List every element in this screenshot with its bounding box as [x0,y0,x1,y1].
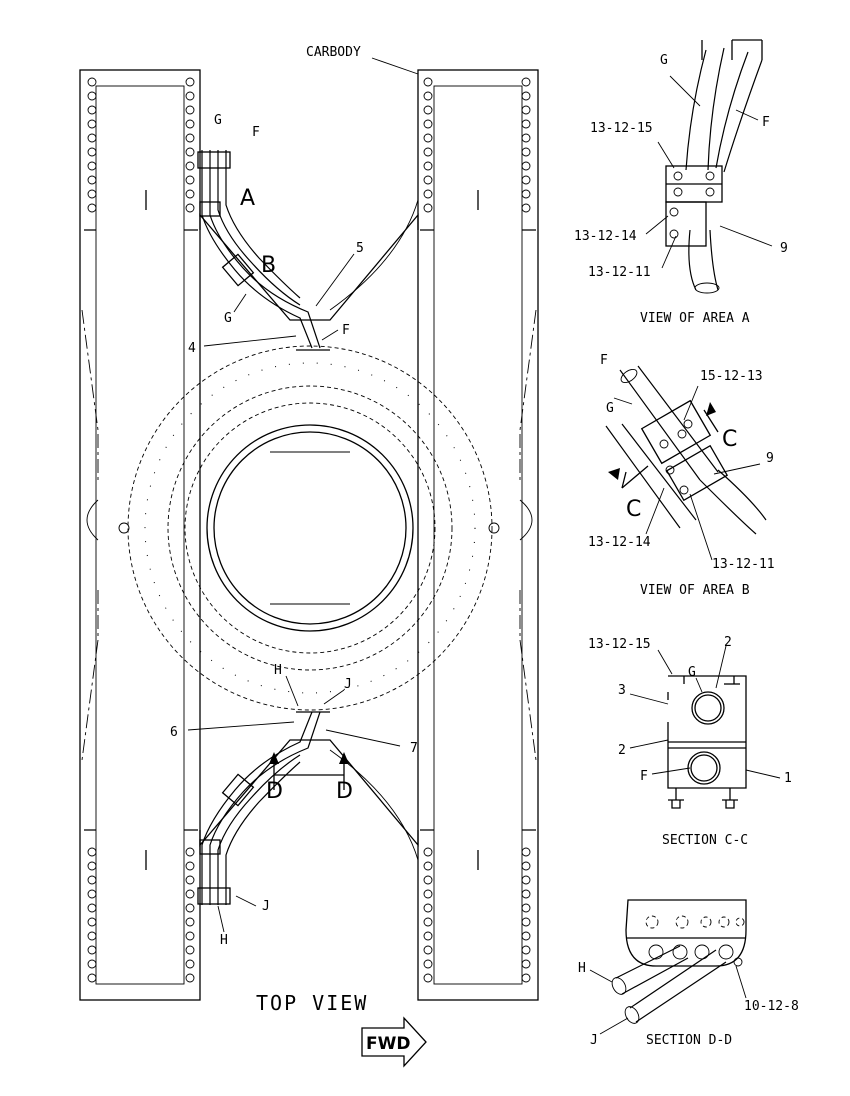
area-a-part-13-12-14-label: 13-12-14 [574,229,637,244]
area-a-hose-g-label: G [660,53,668,68]
section-c-item-1-label: 1 [784,771,792,786]
upper-hose-routing [197,150,330,351]
area-b-item-9-label: 9 [766,451,774,466]
section-c-item-3-label: 3 [618,683,626,698]
left-track-bolts-top [87,77,195,213]
view-area-a-title: VIEW OF AREA A [640,311,750,326]
area-b-hose-g-label: G [606,401,614,416]
hose-g-upper-label: G [214,113,222,128]
section-c-c: 13-12-15 2 G 3 2 F 1 SECTION C-C [588,635,792,848]
section-d-hose-j-label: J [590,1033,598,1048]
area-b-part-15-12-13-label: 15-12-13 [700,369,763,384]
item-4-label: 4 [188,341,196,356]
area-b-section-c-left-label: C [626,497,641,522]
section-d-part-10-12-8-label: 10-12-8 [744,999,799,1014]
view-of-area-a: G F 13-12-15 13-12-14 9 13-12-11 VIEW OF… [574,39,788,326]
item-5-label: 5 [356,241,364,256]
item-6-label: 6 [170,725,178,740]
section-c-c-title: SECTION C-C [662,833,748,848]
left-track-bolts-bottom [87,847,195,983]
hose-j-mid-label: J [344,677,352,692]
area-a-part-13-12-11-label: 13-12-11 [588,265,651,280]
right-track-frame [417,69,539,1001]
area-b-label: B [261,253,276,278]
right-track-bolts-top [423,77,531,213]
section-d-right-label: D [336,779,353,804]
area-b-hose-f-label: F [600,353,608,368]
section-d-d: H 10-12-8 J SECTION D-D [578,899,799,1048]
section-c-hose-f-label: F [640,769,648,784]
item-7-label: 7 [410,741,418,756]
swing-bearing [127,345,493,711]
carbody-label: CARBODY [306,45,361,60]
top-view-leaders [187,57,419,933]
fwd-arrow: FWD [361,1016,427,1068]
view-of-area-b: F G 15-12-13 C 9 C 13-12-14 13-12-11 VIE… [588,353,775,598]
right-track-bolts-bottom [423,847,531,983]
area-b-part-13-12-14-label: 13-12-14 [588,535,651,550]
hose-h-mid-label: H [274,663,282,678]
area-b-section-c-right-label: C [722,427,737,452]
area-a-item-9-label: 9 [780,241,788,256]
section-d-cut-line [269,752,349,790]
top-view-title: TOP VIEW [256,991,368,1015]
area-a-label: A [240,186,255,211]
section-c-item-2-mid-label: 2 [618,743,626,758]
left-track-frame [79,69,201,1001]
section-c-part-13-12-15-label: 13-12-15 [588,637,651,652]
area-a-hose-f-label: F [762,115,770,130]
hose-h-lower-label: H [220,933,228,948]
fwd-label: FWD [366,1034,410,1054]
section-d-hose-h-label: H [578,961,586,976]
carbody-outline [199,199,419,861]
hose-f-mid-label: F [342,323,350,338]
top-view-drawing: CARBODY G F A B 5 G 4 F H J 6 7 D D J H … [79,45,539,1068]
hose-g-mid-label: G [224,311,232,326]
hose-f-upper-label: F [252,125,260,140]
section-c-hose-g-label: G [688,665,696,680]
section-d-left-label: D [266,779,283,804]
lower-hose-routing [197,711,330,905]
section-c-item-2-top-label: 2 [724,635,732,650]
area-a-part-13-12-15-label: 13-12-15 [590,121,653,136]
area-b-part-13-12-11-label: 13-12-11 [712,557,775,572]
hose-j-lower-label: J [262,899,270,914]
section-d-d-title: SECTION D-D [646,1033,732,1048]
view-area-b-title: VIEW OF AREA B [640,583,750,598]
